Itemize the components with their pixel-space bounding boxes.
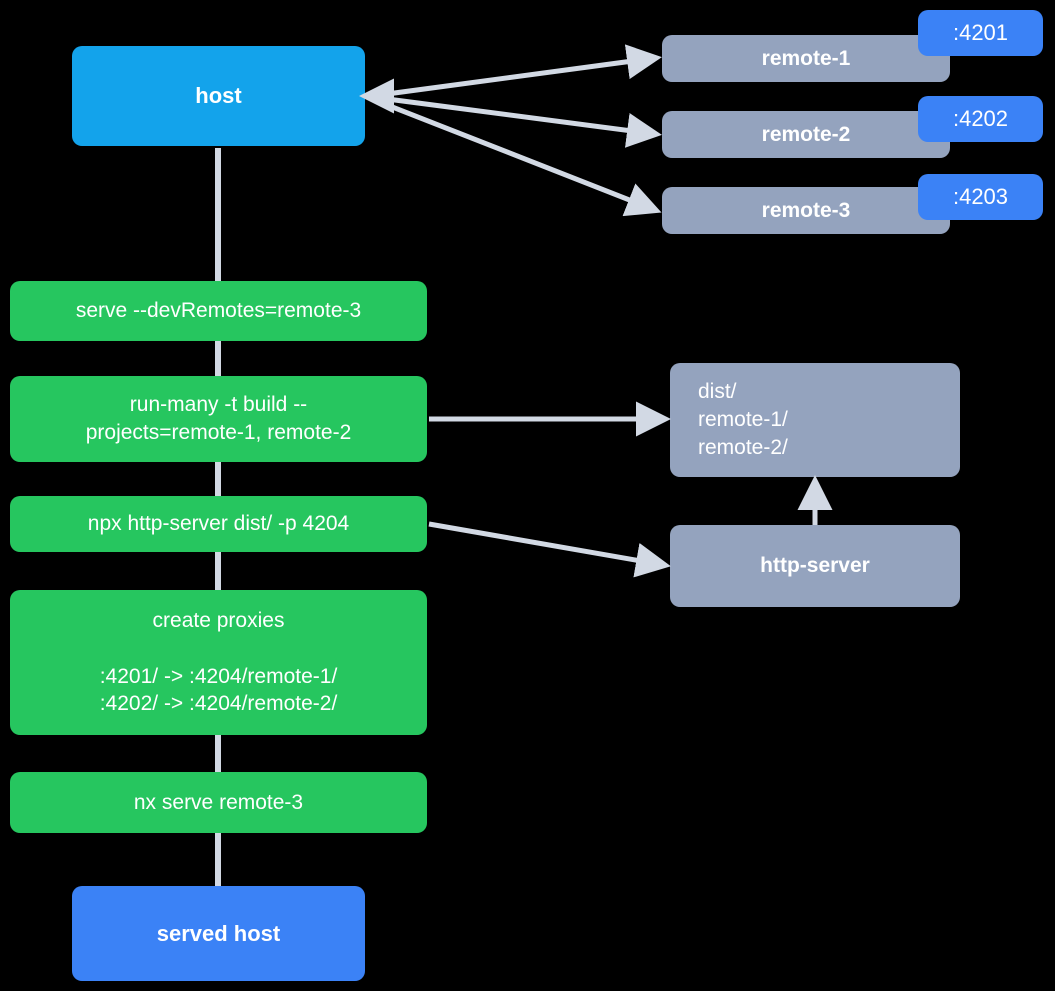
node-remote-3[interactable]: remote-3 [662,187,950,234]
node-remote-2[interactable]: remote-2 [662,111,950,158]
node-remote-1[interactable]: remote-1 [662,35,950,82]
step-serve-devremotes[interactable]: serve --devRemotes=remote-3 [10,281,427,341]
node-served-host[interactable]: served host [72,886,365,981]
connector-proxies-to-nxserve [215,732,221,774]
connector-nxserve-to-servedhost [215,830,221,888]
port-badge-4203[interactable]: :4203 [918,174,1043,220]
node-http-server[interactable]: http-server [670,525,960,607]
connector-runmany-to-npx [215,458,221,498]
dist-folder-tree: dist/ remote-1/ remote-2/ [698,380,788,459]
port-badge-4201[interactable]: :4201 [918,10,1043,56]
step-create-proxies[interactable]: create proxies :4201/ -> :4204/remote-1/… [10,590,427,735]
connector-host-to-serve [215,148,221,283]
connector-npx-to-proxies [215,548,221,594]
node-host[interactable]: host [72,46,365,146]
node-dist-folder[interactable]: dist/ remote-1/ remote-2/ [670,363,960,477]
step-run-many-build[interactable]: run-many -t build -- projects=remote-1, … [10,376,427,462]
connector-serve-to-runmany [215,338,221,378]
port-badge-4202[interactable]: :4202 [918,96,1043,142]
step-npx-http-server[interactable]: npx http-server dist/ -p 4204 [10,496,427,552]
step-nx-serve-remote-3[interactable]: nx serve remote-3 [10,772,427,833]
